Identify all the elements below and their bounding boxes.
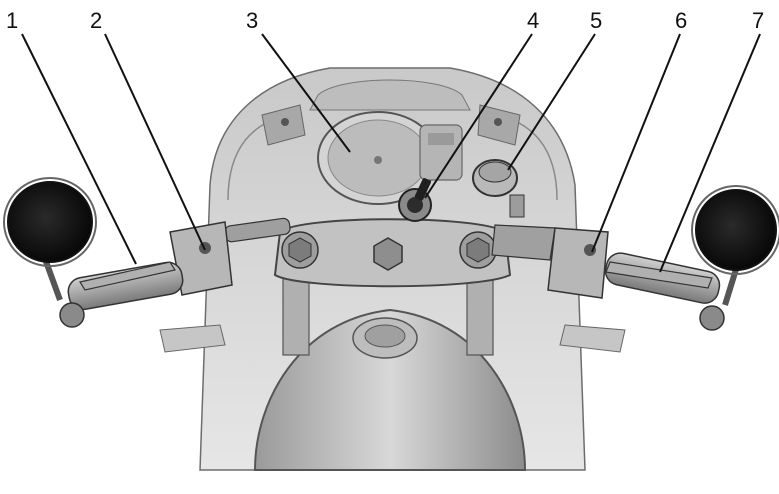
right-mirror <box>692 186 779 274</box>
leader-line-6 <box>592 34 680 252</box>
leader-line-2 <box>105 34 205 250</box>
callout-1: 1 <box>6 8 18 33</box>
callout-4: 4 <box>527 8 539 33</box>
callout-6: 6 <box>675 8 687 33</box>
callout-5: 5 <box>590 8 602 33</box>
left-mirror <box>4 178 96 266</box>
callout-2: 2 <box>90 8 102 33</box>
callout-7: 7 <box>752 8 764 33</box>
callout-3: 3 <box>246 8 258 33</box>
triple-clamp <box>275 219 510 286</box>
callout-labels: 1 2 3 4 5 6 7 <box>6 8 764 33</box>
